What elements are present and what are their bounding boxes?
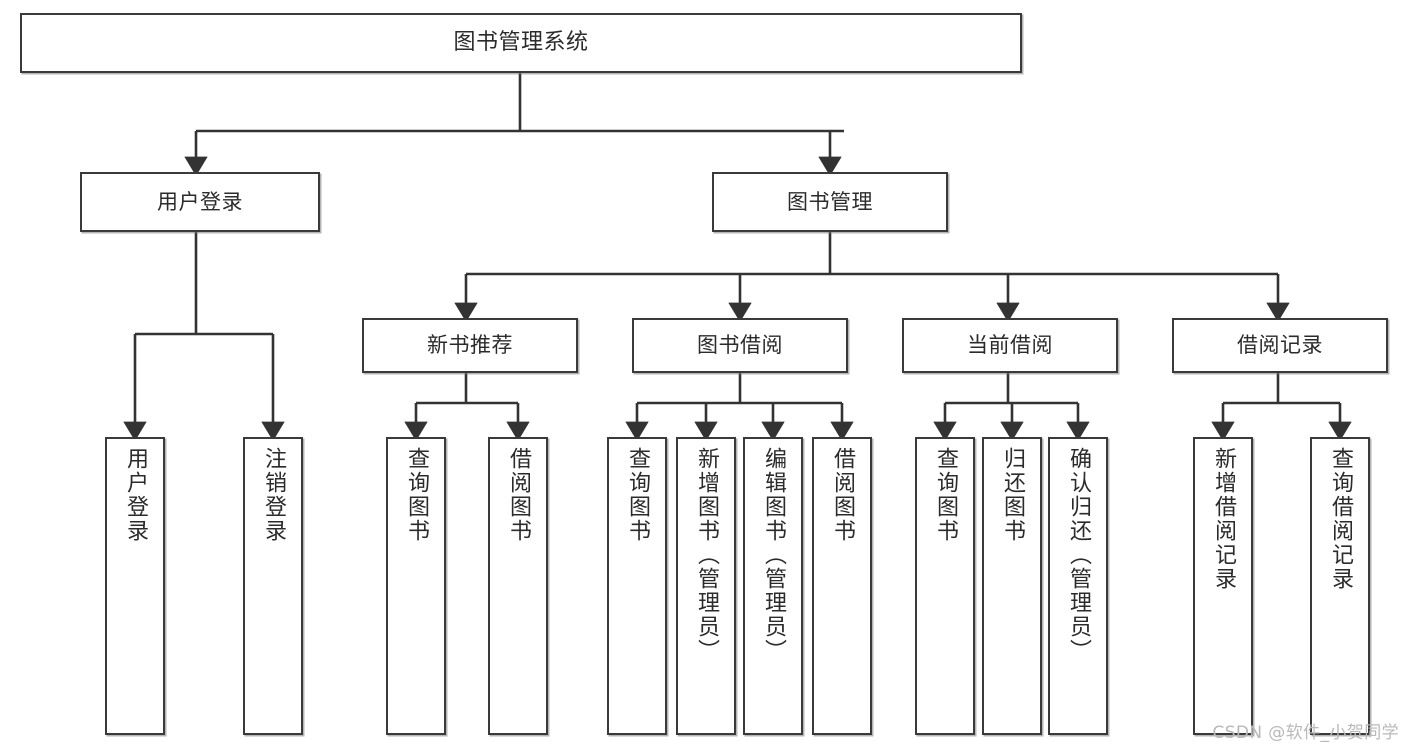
node-leaf-logout[interactable]: 注销登录 <box>243 437 303 735</box>
node-leaf-query-book-1[interactable]: 查询图书 <box>386 437 446 735</box>
node-book-borrow[interactable]: 图书借阅 <box>632 318 848 373</box>
node-leaf-query-book-1-label: 查询图书 <box>404 447 429 543</box>
node-book-management[interactable]: 图书管理 <box>712 172 948 232</box>
node-leaf-user-login-label: 用户登录 <box>123 447 148 543</box>
node-new-book-recommend-label: 新书推荐 <box>427 333 513 358</box>
node-leaf-edit-book[interactable]: 编辑图书（管理员） <box>743 437 803 735</box>
node-current-borrow[interactable]: 当前借阅 <box>902 318 1118 373</box>
node-leaf-return-book[interactable]: 归还图书 <box>982 437 1042 735</box>
node-user-login[interactable]: 用户登录 <box>80 172 320 232</box>
node-root-system-label: 图书管理系统 <box>453 30 589 56</box>
node-leaf-borrow-book-1-label: 借阅图书 <box>506 447 531 543</box>
node-leaf-query-record-label: 查询借阅记录 <box>1328 447 1353 591</box>
node-leaf-borrow-book-1[interactable]: 借阅图书 <box>488 437 548 735</box>
node-leaf-return-book-label: 归还图书 <box>1000 447 1025 543</box>
node-leaf-user-login[interactable]: 用户登录 <box>105 437 165 735</box>
node-leaf-query-book-3[interactable]: 查询图书 <box>915 437 975 735</box>
node-leaf-borrow-book-2[interactable]: 借阅图书 <box>812 437 872 735</box>
node-leaf-query-book-2-label: 查询图书 <box>625 447 650 543</box>
node-leaf-add-book-label: 新增图书（管理员） <box>694 447 719 663</box>
node-user-login-label: 用户登录 <box>157 189 243 214</box>
node-current-borrow-label: 当前借阅 <box>967 333 1053 358</box>
node-leaf-query-book-3-label: 查询图书 <box>933 447 958 543</box>
node-leaf-borrow-book-2-label: 借阅图书 <box>830 447 855 543</box>
node-leaf-add-record-label: 新增借阅记录 <box>1211 447 1236 591</box>
node-borrow-record[interactable]: 借阅记录 <box>1172 318 1388 373</box>
node-leaf-confirm-return-label: 确认归还（管理员） <box>1066 447 1091 663</box>
node-book-management-label: 图书管理 <box>787 189 873 214</box>
csdn-watermark: CSDN @软件_小贺同学 <box>1212 723 1399 743</box>
node-leaf-confirm-return[interactable]: 确认归还（管理员） <box>1048 437 1108 735</box>
node-book-borrow-label: 图书借阅 <box>697 333 783 358</box>
node-borrow-record-label: 借阅记录 <box>1237 333 1323 358</box>
node-leaf-query-record[interactable]: 查询借阅记录 <box>1310 437 1370 735</box>
node-new-book-recommend[interactable]: 新书推荐 <box>362 318 578 373</box>
node-leaf-logout-label: 注销登录 <box>261 447 286 543</box>
node-leaf-query-book-2[interactable]: 查询图书 <box>607 437 667 735</box>
node-leaf-edit-book-label: 编辑图书（管理员） <box>761 447 786 663</box>
node-leaf-add-book[interactable]: 新增图书（管理员） <box>676 437 736 735</box>
node-root-system[interactable]: 图书管理系统 <box>20 13 1022 73</box>
node-leaf-add-record[interactable]: 新增借阅记录 <box>1193 437 1253 735</box>
